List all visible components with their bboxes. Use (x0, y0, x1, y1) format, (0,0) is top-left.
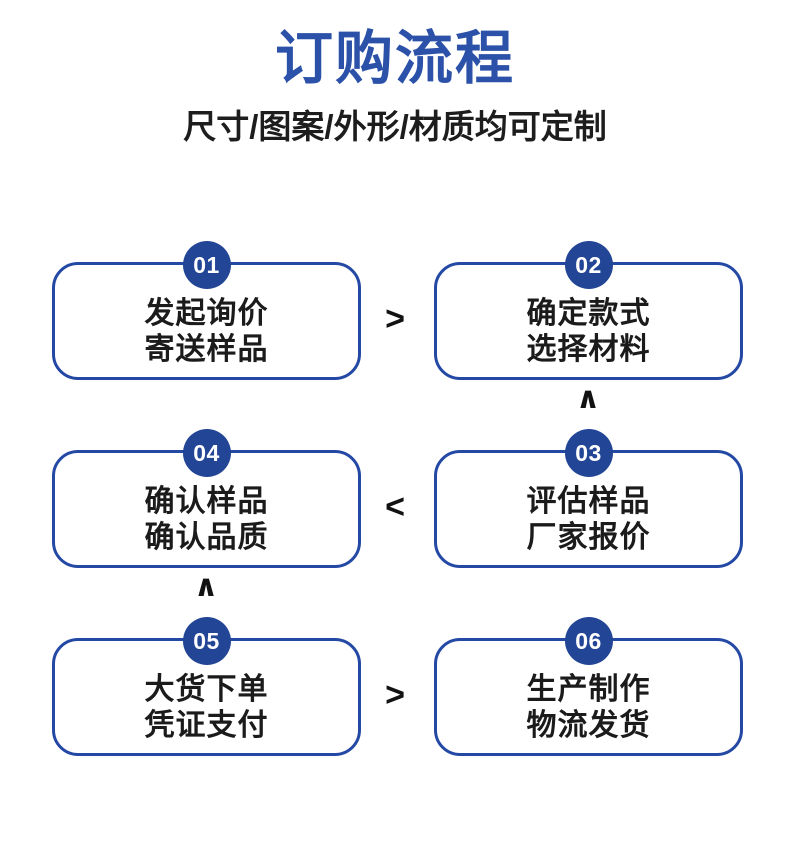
step-card-06[interactable]: 06 生产制作 物流发货 (434, 617, 743, 756)
flow-row-2: 04 确认样品 确认品质 < 03 评估样品 厂家报价 (0, 429, 790, 568)
step-label-04: 确认样品 确认品质 (55, 484, 358, 556)
flow-row-1: 01 发起询价 寄送样品 > 02 确定款式 选择材料 (0, 241, 790, 380)
process-flow-diagram: 01 发起询价 寄送样品 > 02 确定款式 选择材料 ∧ 04 确认样品 确认… (0, 236, 790, 766)
step-card-02[interactable]: 02 确定款式 选择材料 (434, 241, 743, 380)
step-label-01-line2: 寄送样品 (144, 333, 269, 366)
arrow-right-icon-05-to-06: > (385, 676, 405, 714)
step-number-badge-03: 03 (564, 429, 613, 477)
step-number-badge-05: 05 (182, 617, 231, 665)
step-label-05-line1: 大货下单 (144, 673, 269, 706)
step-label-06: 生产制作 物流发货 (437, 672, 740, 744)
step-label-05: 大货下单 凭证支付 (55, 672, 358, 744)
step-label-03-line1: 评估样品 (526, 485, 651, 518)
step-card-03[interactable]: 03 评估样品 厂家报价 (434, 429, 743, 568)
header: 订购流程 尺寸/图案/外形/材质均可定制 (0, 0, 790, 146)
arrow-left-icon-03-to-04: < (385, 488, 405, 526)
step-label-01-line1: 发起询价 (144, 297, 269, 330)
step-label-04-line2: 确认品质 (144, 521, 269, 554)
step-label-03: 评估样品 厂家报价 (437, 484, 740, 556)
step-label-02-line2: 选择材料 (526, 333, 651, 366)
page-subtitle: 尺寸/图案/外形/材质均可定制 (183, 107, 607, 145)
step-label-02: 确定款式 选择材料 (437, 296, 740, 368)
step-number-badge-02: 02 (564, 241, 613, 289)
arrow-up-icon-02-to-03: ∧ (575, 382, 601, 415)
step-card-01[interactable]: 01 发起询价 寄送样品 (52, 241, 361, 380)
step-label-06-line2: 物流发货 (526, 709, 651, 742)
arrow-right-icon-01-to-02: > (385, 300, 405, 338)
step-card-04[interactable]: 04 确认样品 确认品质 (52, 429, 361, 568)
step-label-03-line2: 厂家报价 (526, 521, 651, 554)
page-title: 订购流程 (274, 26, 515, 91)
step-label-06-line1: 生产制作 (526, 673, 651, 706)
flow-row-3: 05 大货下单 凭证支付 > 06 生产制作 物流发货 (0, 617, 790, 756)
step-card-05[interactable]: 05 大货下单 凭证支付 (52, 617, 361, 756)
step-label-02-line1: 确定款式 (526, 297, 651, 330)
step-label-01: 发起询价 寄送样品 (55, 296, 358, 368)
step-number-badge-01: 01 (182, 241, 231, 289)
step-label-05-line2: 凭证支付 (144, 709, 269, 742)
step-number-badge-04: 04 (182, 429, 231, 477)
step-number-badge-06: 06 (564, 617, 613, 665)
step-label-04-line1: 确认样品 (144, 485, 269, 518)
arrow-up-icon-04-to-05: ∧ (193, 570, 219, 603)
